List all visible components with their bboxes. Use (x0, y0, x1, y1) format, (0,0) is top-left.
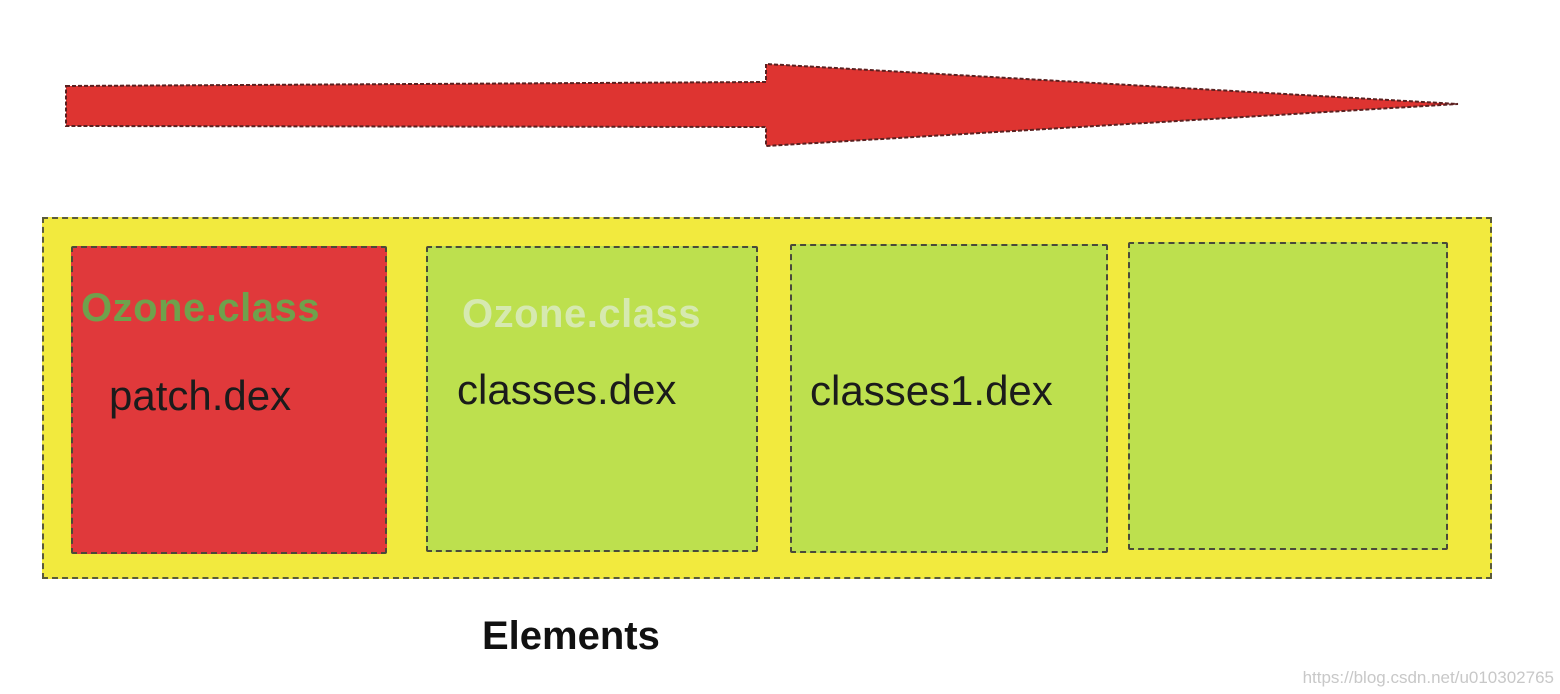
classes-dex-label: classes.dex (457, 366, 677, 413)
classes1-dex-label: classes1.dex (810, 367, 1053, 414)
ozone-class-label: Ozone.class (81, 286, 320, 330)
elements-array: Ozone.class patch.dex Ozone.class classe… (42, 217, 1492, 579)
watermark: https://blog.csdn.net/u010302765 (1302, 668, 1554, 687)
classes-dex-box: Ozone.class classes.dex (426, 246, 758, 552)
elements-caption: Elements (482, 614, 660, 658)
patch-dex-label: patch.dex (109, 372, 292, 419)
patch-dex-box: Ozone.class patch.dex (71, 246, 387, 554)
ozone-class-label-faded: Ozone.class (462, 292, 701, 336)
empty-dex-box (1128, 242, 1448, 550)
direction-arrow (65, 62, 1459, 148)
classes1-dex-box: classes1.dex (790, 244, 1108, 553)
arrow-shape (65, 62, 1459, 148)
